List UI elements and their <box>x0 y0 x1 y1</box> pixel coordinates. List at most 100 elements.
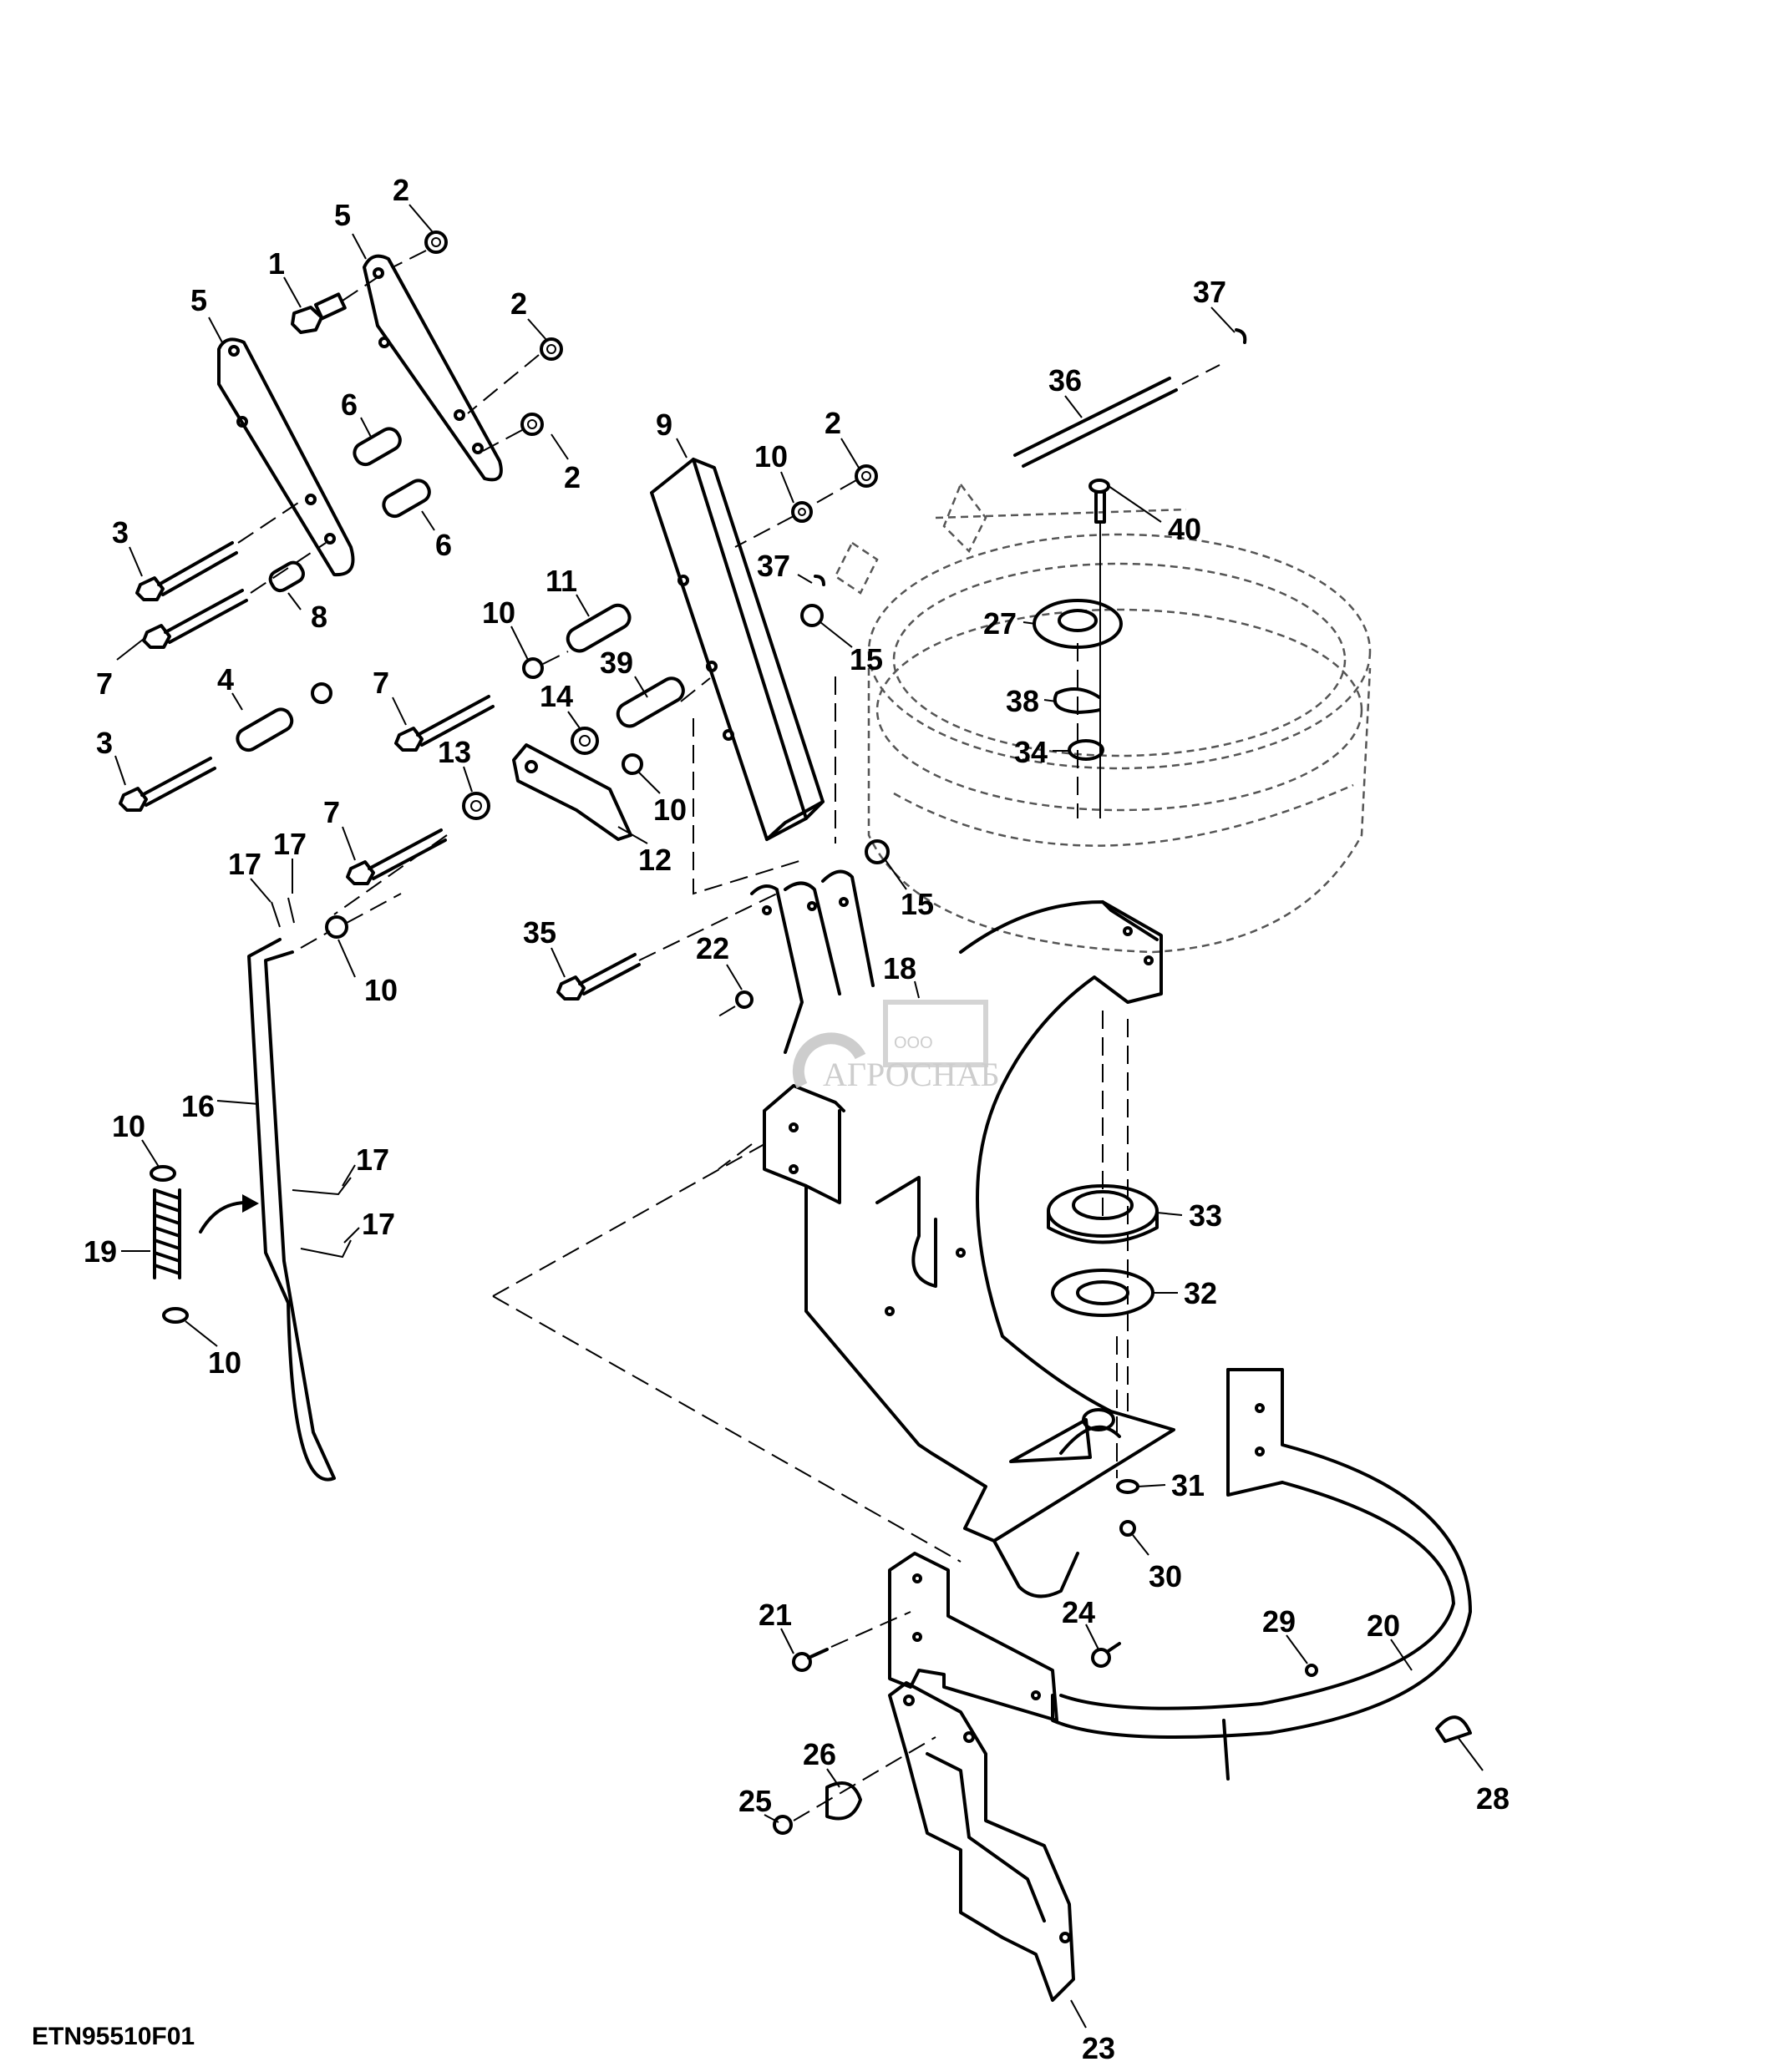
callout-labels: 2 5 1 5 2 6 2 6 3 8 7 4 3 9 10 2 37 11 1… <box>84 173 1510 2065</box>
part-38-ring <box>1053 687 1101 714</box>
part-2-nut-a <box>424 231 448 254</box>
part-34-ring <box>1068 739 1104 761</box>
part-13-washer <box>462 792 490 820</box>
callout-17[interactable]: 17 <box>273 827 307 861</box>
part-22-nut <box>735 990 754 1009</box>
part-8-spacer <box>268 560 305 593</box>
callout-16[interactable]: 16 <box>181 1089 215 1123</box>
watermark-org: ООО <box>894 1034 933 1052</box>
callout-7[interactable]: 7 <box>323 795 340 829</box>
callout-2[interactable]: 2 <box>564 460 581 494</box>
callout-27[interactable]: 27 <box>983 606 1017 641</box>
callout-17[interactable]: 17 <box>228 847 261 881</box>
part-17-clip-a <box>271 901 281 928</box>
callout-10[interactable]: 10 <box>364 973 398 1007</box>
callout-28[interactable]: 28 <box>1476 1781 1510 1816</box>
rotation-arrow-icon <box>199 1194 259 1234</box>
main-frame-bracket <box>763 900 1175 1598</box>
part-33-bearing <box>1047 1184 1159 1244</box>
callout-14[interactable]: 14 <box>540 679 573 713</box>
callout-22[interactable]: 22 <box>696 931 729 965</box>
part-30-nut <box>1119 1520 1136 1537</box>
part-10-washer-e <box>150 1165 176 1182</box>
callout-7[interactable]: 7 <box>96 666 113 701</box>
callout-15[interactable]: 15 <box>850 642 883 676</box>
leader-lines <box>114 204 1484 2029</box>
callout-37[interactable]: 37 <box>1193 275 1226 309</box>
callout-26[interactable]: 26 <box>803 1737 836 1771</box>
part-17-clip-b <box>287 897 295 924</box>
callout-38[interactable]: 38 <box>1006 684 1039 718</box>
callout-10[interactable]: 10 <box>208 1345 241 1380</box>
callout-11[interactable]: 11 <box>545 564 577 598</box>
callout-6[interactable]: 6 <box>435 528 452 562</box>
part-37-clip-b <box>1235 328 1247 344</box>
part-25-nut <box>773 1815 793 1835</box>
callout-7[interactable]: 7 <box>373 666 389 700</box>
callout-21[interactable]: 21 <box>759 1598 792 1632</box>
callout-13[interactable]: 13 <box>438 735 471 769</box>
callout-34[interactable]: 34 <box>1014 735 1048 769</box>
callout-19[interactable]: 19 <box>84 1234 117 1269</box>
callout-3[interactable]: 3 <box>96 726 113 760</box>
callout-5[interactable]: 5 <box>334 198 351 232</box>
part-17-clip-c <box>292 1177 352 1196</box>
figure-id: ETN95510F01 <box>32 2023 195 2050</box>
part-20-band <box>1051 1368 1472 1781</box>
part-10-washer-b <box>522 657 544 679</box>
callout-20[interactable]: 20 <box>1367 1608 1400 1643</box>
callout-2[interactable]: 2 <box>393 173 409 207</box>
part-5-plate-left <box>217 337 355 577</box>
part-2-nut-d <box>855 464 878 488</box>
part-36-rod <box>1013 377 1178 468</box>
part-23-bracket <box>888 1681 1075 2002</box>
part-10-washer-a <box>791 501 813 523</box>
callout-18[interactable]: 18 <box>883 951 916 985</box>
callout-2[interactable]: 2 <box>510 286 527 321</box>
callout-31[interactable]: 31 <box>1171 1468 1205 1502</box>
part-1-bolt <box>291 292 347 334</box>
callout-17[interactable]: 17 <box>362 1207 395 1241</box>
callout-17[interactable]: 17 <box>356 1142 389 1177</box>
callout-3[interactable]: 3 <box>112 515 129 550</box>
callout-25[interactable]: 25 <box>738 1784 772 1818</box>
part-11-spacer <box>566 603 632 653</box>
part-17-clip-d <box>300 1239 352 1259</box>
callout-12[interactable]: 12 <box>638 843 672 877</box>
callout-39[interactable]: 39 <box>600 646 633 680</box>
callout-40[interactable]: 40 <box>1168 512 1201 546</box>
part-bracket-lower <box>888 1552 1058 1722</box>
part-15-nut-a <box>800 604 824 627</box>
part-26-clamp <box>825 1781 862 1821</box>
callout-8[interactable]: 8 <box>311 600 327 634</box>
callout-10[interactable]: 10 <box>754 439 788 474</box>
part-28-clip <box>1435 1715 1472 1743</box>
callout-33[interactable]: 33 <box>1189 1198 1222 1233</box>
callout-10[interactable]: 10 <box>653 793 687 827</box>
callout-10[interactable]: 10 <box>482 595 515 630</box>
callout-1[interactable]: 1 <box>268 246 285 281</box>
callout-29[interactable]: 29 <box>1262 1604 1296 1639</box>
callout-24[interactable]: 24 <box>1062 1595 1095 1629</box>
part-31-washer <box>1116 1479 1139 1494</box>
callout-9[interactable]: 9 <box>656 408 672 442</box>
callout-2[interactable]: 2 <box>825 406 841 440</box>
callout-5[interactable]: 5 <box>190 283 207 317</box>
callout-35[interactable]: 35 <box>523 915 556 950</box>
part-2-nut-b <box>540 337 563 361</box>
callout-6[interactable]: 6 <box>341 388 358 422</box>
part-10-washer-f <box>162 1307 189 1324</box>
watermark-logo: ООО АГРОСНАБ <box>792 1000 1000 1093</box>
part-24-bolt <box>1091 1642 1121 1668</box>
callout-15[interactable]: 15 <box>901 887 934 921</box>
callout-37[interactable]: 37 <box>757 549 790 583</box>
callout-23[interactable]: 23 <box>1082 2031 1115 2065</box>
callout-10[interactable]: 10 <box>112 1109 145 1143</box>
part-37-clip-a <box>814 575 825 586</box>
part-12-bracket <box>512 743 632 841</box>
callout-36[interactable]: 36 <box>1048 363 1082 398</box>
callout-30[interactable]: 30 <box>1149 1559 1182 1593</box>
callout-32[interactable]: 32 <box>1184 1276 1217 1310</box>
part-39-spacer <box>616 676 685 728</box>
callout-4[interactable]: 4 <box>217 662 234 697</box>
